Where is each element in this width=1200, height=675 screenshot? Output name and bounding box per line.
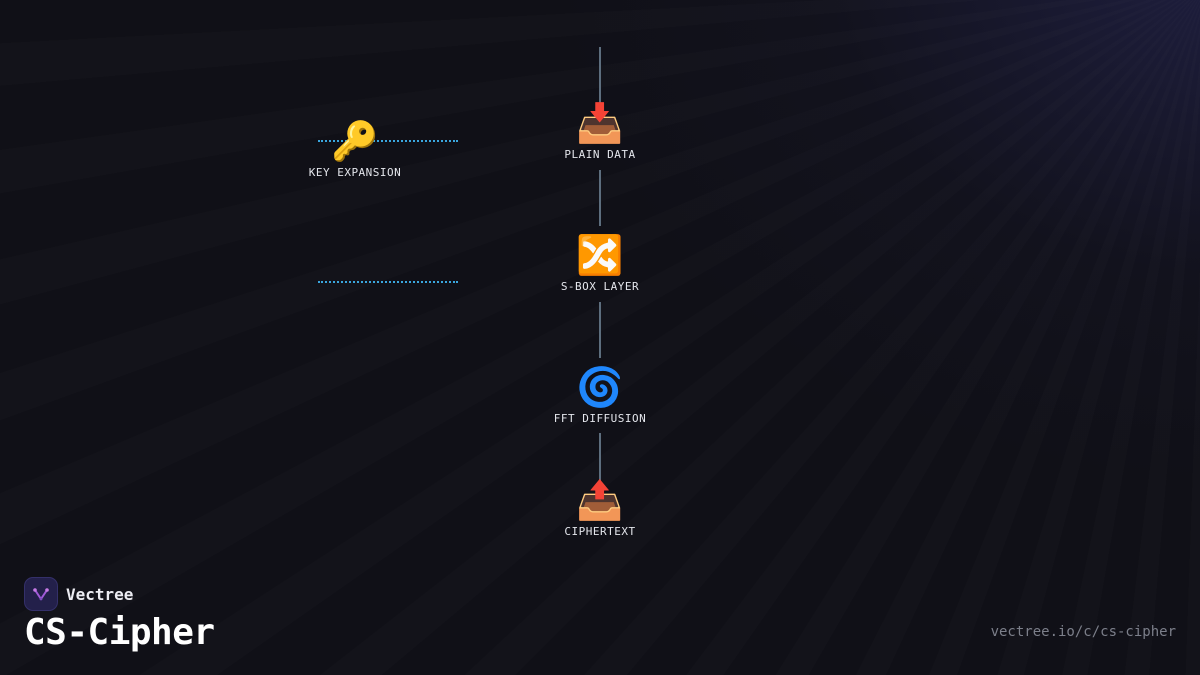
page-title: CS-Cipher bbox=[24, 612, 215, 653]
key-expansion-label: KEY EXPANSION bbox=[308, 166, 402, 179]
plain-data-node: 📥 PLAIN DATA bbox=[530, 100, 670, 161]
connector-sbox-to-fft bbox=[599, 302, 601, 358]
ciphertext-label: CIPHERTEXT bbox=[564, 525, 636, 538]
connector-top bbox=[599, 47, 601, 105]
sbox-layer-node: 🔀 S-BOX LAYER bbox=[530, 232, 670, 293]
brand: Vectree bbox=[24, 577, 133, 611]
key-link-2 bbox=[318, 281, 458, 283]
ciphertext-node: 📤 CIPHERTEXT bbox=[530, 477, 670, 538]
sbox-layer-label: S-BOX LAYER bbox=[560, 280, 640, 293]
key-link-1 bbox=[318, 140, 458, 142]
plain-data-label: PLAIN DATA bbox=[564, 148, 636, 161]
key-expansion-node: 🔑 KEY EXPANSION bbox=[285, 118, 425, 179]
key-icon: 🔑 bbox=[331, 119, 379, 163]
shuffle-icon: 🔀 bbox=[576, 233, 624, 277]
outbox-tray-icon: 📤 bbox=[576, 478, 624, 522]
fft-diffusion-node: 🌀 FFT DIFFUSION bbox=[530, 364, 670, 425]
brand-name: Vectree bbox=[66, 584, 134, 604]
connector-fft-to-cipher bbox=[599, 433, 601, 481]
fft-diffusion-label: FFT DIFFUSION bbox=[553, 412, 647, 425]
connector-plain-to-sbox bbox=[599, 170, 601, 226]
page-url: vectree.io/c/cs-cipher bbox=[990, 624, 1176, 640]
inbox-tray-icon: 📥 bbox=[576, 101, 624, 145]
cyclone-icon: 🌀 bbox=[576, 365, 624, 409]
vectree-logo-icon bbox=[24, 577, 58, 611]
